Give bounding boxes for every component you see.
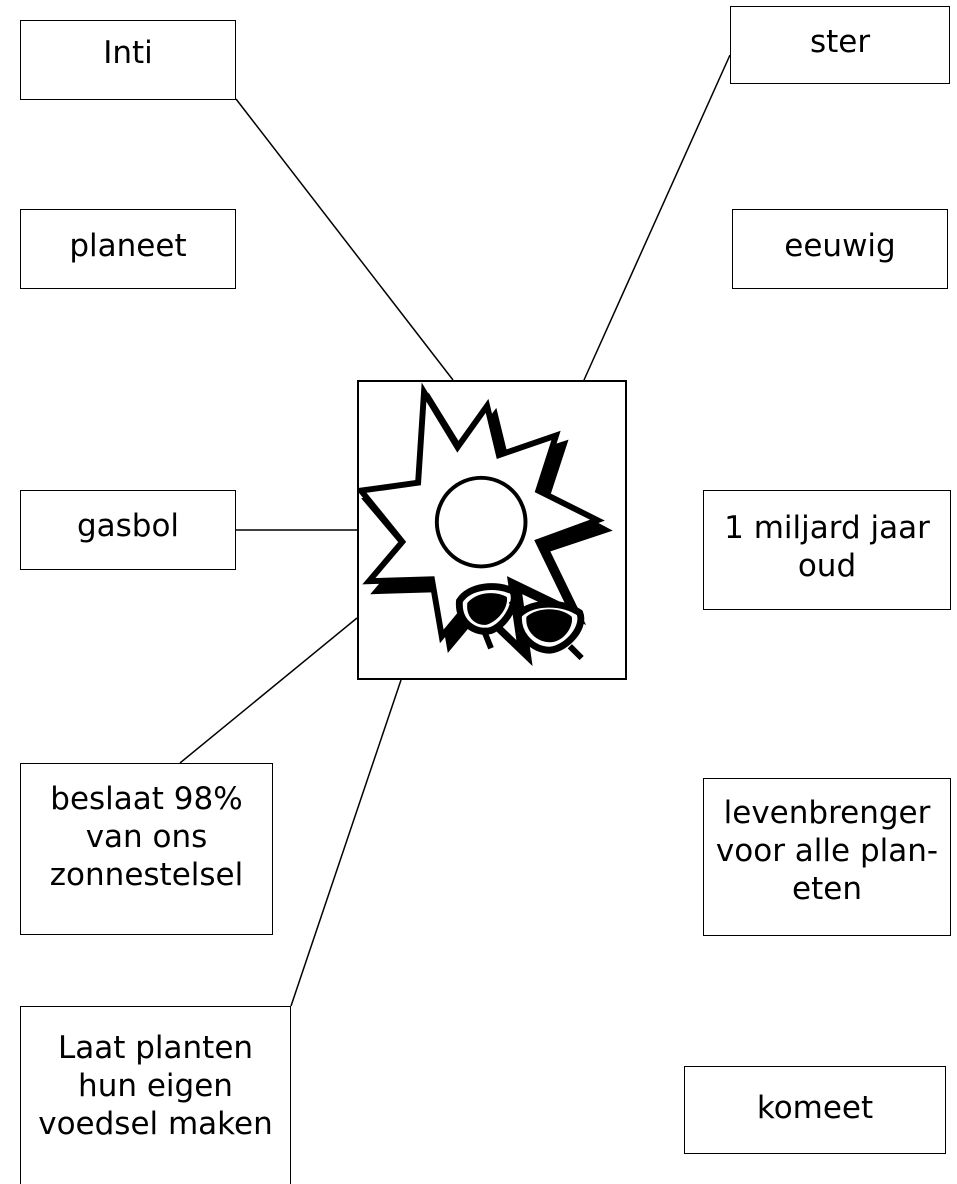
box-laat-planten-label: Laat planten hun eigen voedsel maken (38, 1030, 273, 1142)
box-komeet-label: komeet (756, 1090, 874, 1126)
sunglasses-icon (456, 583, 585, 661)
sun-with-sunglasses-icon (359, 382, 613, 667)
connector-beslaat (179, 617, 358, 764)
box-beslaat-98: beslaat 98% van ons zonnestelsel (20, 763, 273, 935)
sun-image (357, 380, 627, 680)
box-inti: Inti (20, 20, 236, 100)
box-eeuwig: eeuwig (732, 209, 948, 289)
box-ster-label: ster (809, 24, 871, 60)
box-laat-planten: Laat planten hun eigen voedsel maken (20, 1006, 291, 1184)
box-ster: ster (730, 6, 950, 84)
connector-laat-planten (290, 679, 402, 1007)
box-eeuwig-label: eeuwig (784, 228, 896, 264)
connector-inti (235, 98, 454, 381)
box-levenbrenger: levenbrenger voor alle plan- eten (703, 778, 951, 936)
box-planeet-label: planeet (69, 228, 187, 264)
box-gasbol-label: gasbol (76, 508, 180, 544)
box-planeet: planeet (20, 209, 236, 289)
box-komeet: komeet (684, 1066, 946, 1154)
box-beslaat-98-label: beslaat 98% van ons zonnestelsel (49, 781, 244, 893)
box-1-miljard-jaar-oud-label: 1 miljard jaar oud (724, 510, 930, 584)
box-inti-label: Inti (103, 35, 153, 71)
box-levenbrenger-label: levenbrenger voor alle plan- eten (715, 795, 939, 907)
connector-ster (583, 54, 731, 381)
box-1-miljard-jaar-oud: 1 miljard jaar oud (703, 490, 951, 610)
box-gasbol: gasbol (20, 490, 236, 570)
sun-disc (434, 475, 528, 569)
